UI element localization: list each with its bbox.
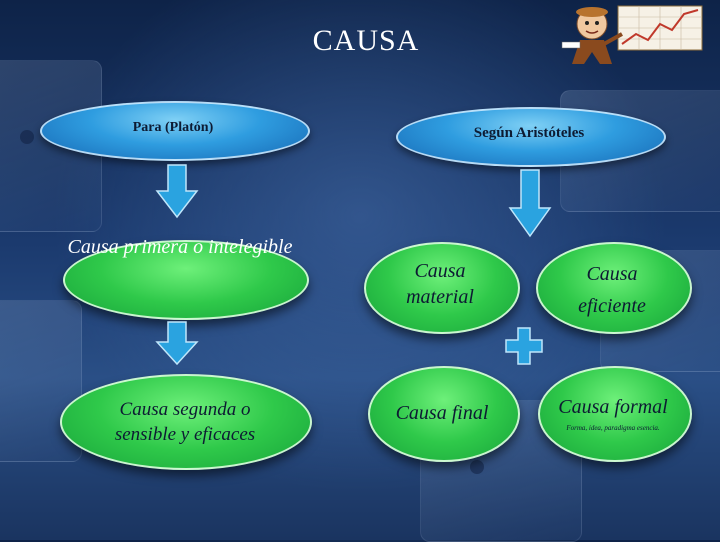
causa-formal-note: Forma, idea, paradigma esencia.: [566, 424, 660, 432]
causa-eficiente-node: [536, 242, 692, 334]
down-arrow-icon: [155, 164, 199, 219]
causa-material-label: Causa material: [364, 258, 516, 310]
causa-formal-label: Causa formal: [558, 396, 668, 418]
causa-material-line2: material: [406, 286, 474, 308]
causa-formal-node: [538, 366, 692, 462]
causa-eficiente-label: Causa eficiente: [536, 258, 688, 322]
causa-segunda-label: Causa segunda o sensible y eficaces: [60, 398, 310, 447]
causa-primera-node: [63, 240, 309, 320]
causa-material-node: [364, 242, 520, 334]
down-arrow-icon: [508, 169, 552, 238]
down-arrow-icon: [155, 321, 199, 366]
platon-header-label: Para (Platón): [132, 120, 214, 135]
mascot-illustration: [561, 5, 703, 64]
causa-primera-label: Causa primera o intelegible: [67, 236, 293, 258]
causa-eficiente-line2: eficiente: [578, 295, 646, 317]
background-dot: [470, 460, 484, 474]
aristoteles-header-pill: [396, 107, 666, 167]
causa-segunda-line2: sensible y eficaces: [114, 423, 256, 445]
causa-eficiente-line1: Causa: [586, 263, 638, 285]
causa-final-node: [368, 366, 520, 462]
platon-header-pill: [40, 101, 310, 161]
background-dot: [20, 130, 34, 144]
causa-final-label: Causa final: [395, 402, 489, 424]
aristoteles-header-label: Según Aristóteles: [473, 125, 585, 141]
plus-connector-icon: [505, 327, 543, 365]
causa-segunda-node: [60, 374, 312, 470]
causa-material-line1: Causa: [414, 260, 466, 282]
causa-segunda-line1: Causa segunda o: [119, 399, 251, 420]
page-title: CAUSA: [312, 24, 420, 57]
